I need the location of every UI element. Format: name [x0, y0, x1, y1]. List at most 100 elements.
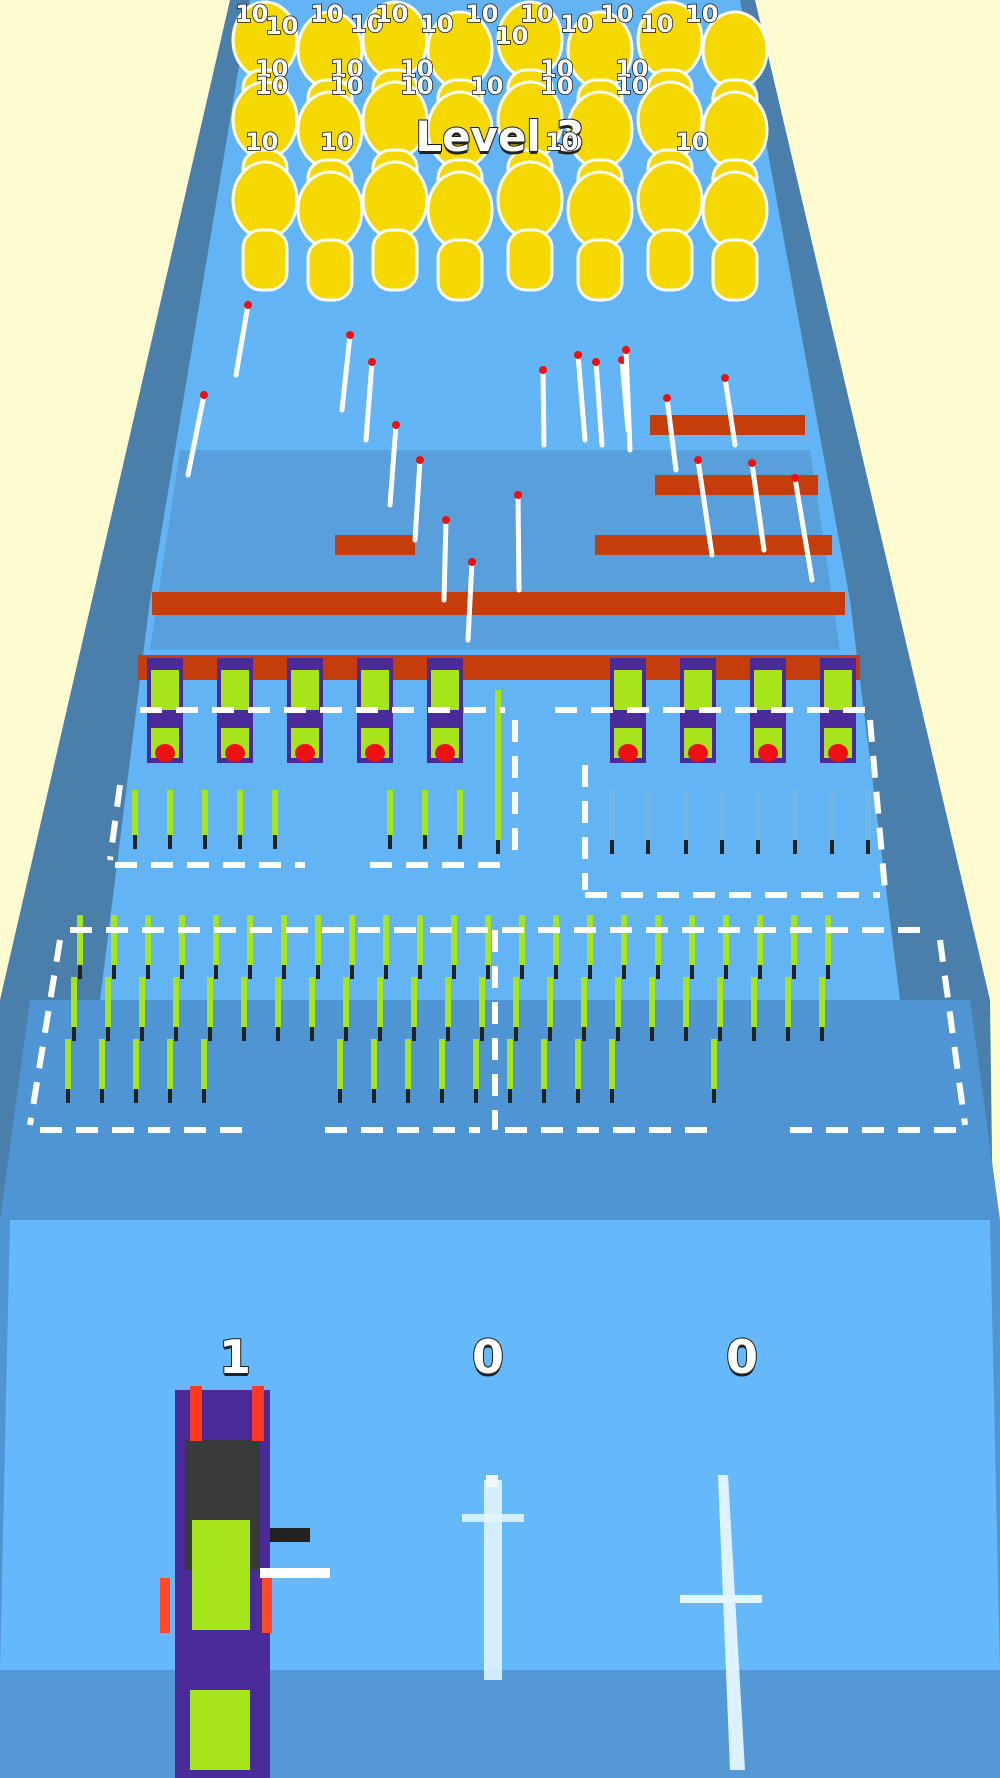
- rifle-stock: [724, 965, 728, 979]
- bullet-tip: [442, 516, 450, 524]
- rifle-unit: [757, 915, 763, 965]
- crowd-unit-value: 10: [309, 0, 344, 29]
- crowd-unit-value: 10: [264, 11, 299, 41]
- crowd-unit-value: 10: [519, 0, 554, 29]
- rifle-unit: [337, 1039, 343, 1089]
- bullet-tip: [392, 421, 400, 429]
- heavy-gun-muzzle: [155, 744, 175, 762]
- crowd-unit-value: 10: [614, 54, 649, 84]
- rifle-unit: [387, 790, 393, 835]
- crowd-unit-value: 10: [254, 71, 289, 101]
- rifle-unit: [723, 915, 729, 965]
- rifle-unit: [683, 790, 689, 840]
- crowd-unit-value: 10: [244, 127, 279, 157]
- rifle-stock: [133, 835, 137, 849]
- rifle-stock: [72, 1027, 76, 1041]
- rifle-stock: [520, 965, 524, 979]
- rifle-stock: [542, 1089, 546, 1103]
- level-label: Level 3: [414, 111, 585, 162]
- crowd-unit-value: 10: [599, 0, 634, 29]
- weapon-slot-pistol[interactable]: [462, 1475, 524, 1680]
- weapon-slot-rifle[interactable]: [680, 1475, 762, 1770]
- rifle-stock: [242, 1027, 246, 1041]
- rifle-unit: [541, 1039, 547, 1089]
- heavy-gun-glow: [824, 670, 852, 710]
- rifle-unit: [655, 915, 661, 965]
- rifle-unit: [485, 915, 491, 965]
- rifle-stock: [684, 1027, 688, 1041]
- rifle-stock: [616, 1027, 620, 1041]
- crowd-unit-value: 10: [399, 54, 434, 84]
- rifle-unit: [247, 915, 253, 965]
- rifle-stock: [458, 835, 462, 849]
- heavy-gun-glow: [221, 670, 249, 710]
- rifle-unit: [105, 977, 111, 1027]
- rifle-stock: [140, 1027, 144, 1041]
- heavy-gun-glow: [361, 670, 389, 710]
- rifle-stock: [310, 1027, 314, 1041]
- launcher-frame: [190, 1386, 202, 1441]
- bullet: [515, 492, 522, 593]
- weapon-slot-rocket-launcher[interactable]: [160, 1386, 330, 1778]
- bullet: [695, 457, 715, 558]
- rifle-stock: [656, 965, 660, 979]
- crowd-unit-value: 10: [614, 71, 649, 101]
- bullet-tip: [592, 358, 600, 366]
- rifle-unit: [202, 790, 208, 835]
- bullet-tip: [721, 374, 729, 382]
- rifle-stock: [276, 1027, 280, 1041]
- rifle-stock: [440, 1089, 444, 1103]
- crowd-member: [231, 160, 299, 240]
- crowd-member-body: [576, 238, 624, 302]
- rifle-stock: [508, 1089, 512, 1103]
- rifle-unit: [683, 977, 689, 1027]
- rifle-stock: [372, 1089, 376, 1103]
- crowd-member: [636, 160, 704, 240]
- rifle-stock: [792, 965, 796, 979]
- dash-line: [107, 784, 123, 861]
- bullet: [233, 302, 251, 378]
- rifle-stock: [378, 1027, 382, 1041]
- rifle-stock: [388, 835, 392, 849]
- rifle-stock: [474, 1089, 478, 1103]
- rifle-stock: [66, 1089, 70, 1103]
- bullet-tip: [200, 391, 208, 399]
- rifle-ghost: [718, 1475, 745, 1770]
- bullet-tip: [539, 366, 547, 374]
- crowd-member: [496, 160, 564, 240]
- bullet: [540, 367, 547, 448]
- crowd-unit-value: 10: [544, 127, 579, 157]
- rifle-stock: [622, 965, 626, 979]
- weapon-count-pistol: 0: [471, 1329, 505, 1385]
- launcher-grip: [270, 1528, 310, 1542]
- rifle-stock: [786, 1027, 790, 1041]
- rifle-stock: [610, 840, 614, 854]
- rifle-unit: [371, 1039, 377, 1089]
- rifle-unit: [479, 977, 485, 1027]
- launcher-handle: [262, 1578, 272, 1633]
- rifle-stock: [168, 1089, 172, 1103]
- rifle-unit: [275, 977, 281, 1027]
- rifle-unit: [519, 915, 525, 965]
- rifle-stock: [384, 965, 388, 979]
- rifle-stock: [214, 965, 218, 979]
- rifle-unit: [167, 790, 173, 835]
- rifle-stock: [78, 965, 82, 979]
- rifle-stock: [350, 965, 354, 979]
- rifle-stock: [826, 965, 830, 979]
- crowd-unit-value: 10: [234, 0, 269, 29]
- heavy-gun: [217, 658, 253, 763]
- pistol-ghost-stand: [462, 1514, 524, 1522]
- rifle-stock: [248, 965, 252, 979]
- crowd-unit-value: 10: [469, 71, 504, 101]
- rifle-stock: [208, 1027, 212, 1041]
- rifle-stock: [168, 835, 172, 849]
- crowd-unit-value: 10: [539, 71, 574, 101]
- crowd-unit-value: 10: [639, 9, 674, 39]
- rifle-unit: [825, 915, 831, 965]
- rifle-unit: [649, 977, 655, 1027]
- bullet-tip: [514, 491, 522, 499]
- heavy-gun-muzzle: [828, 744, 848, 762]
- bullet: [593, 359, 605, 448]
